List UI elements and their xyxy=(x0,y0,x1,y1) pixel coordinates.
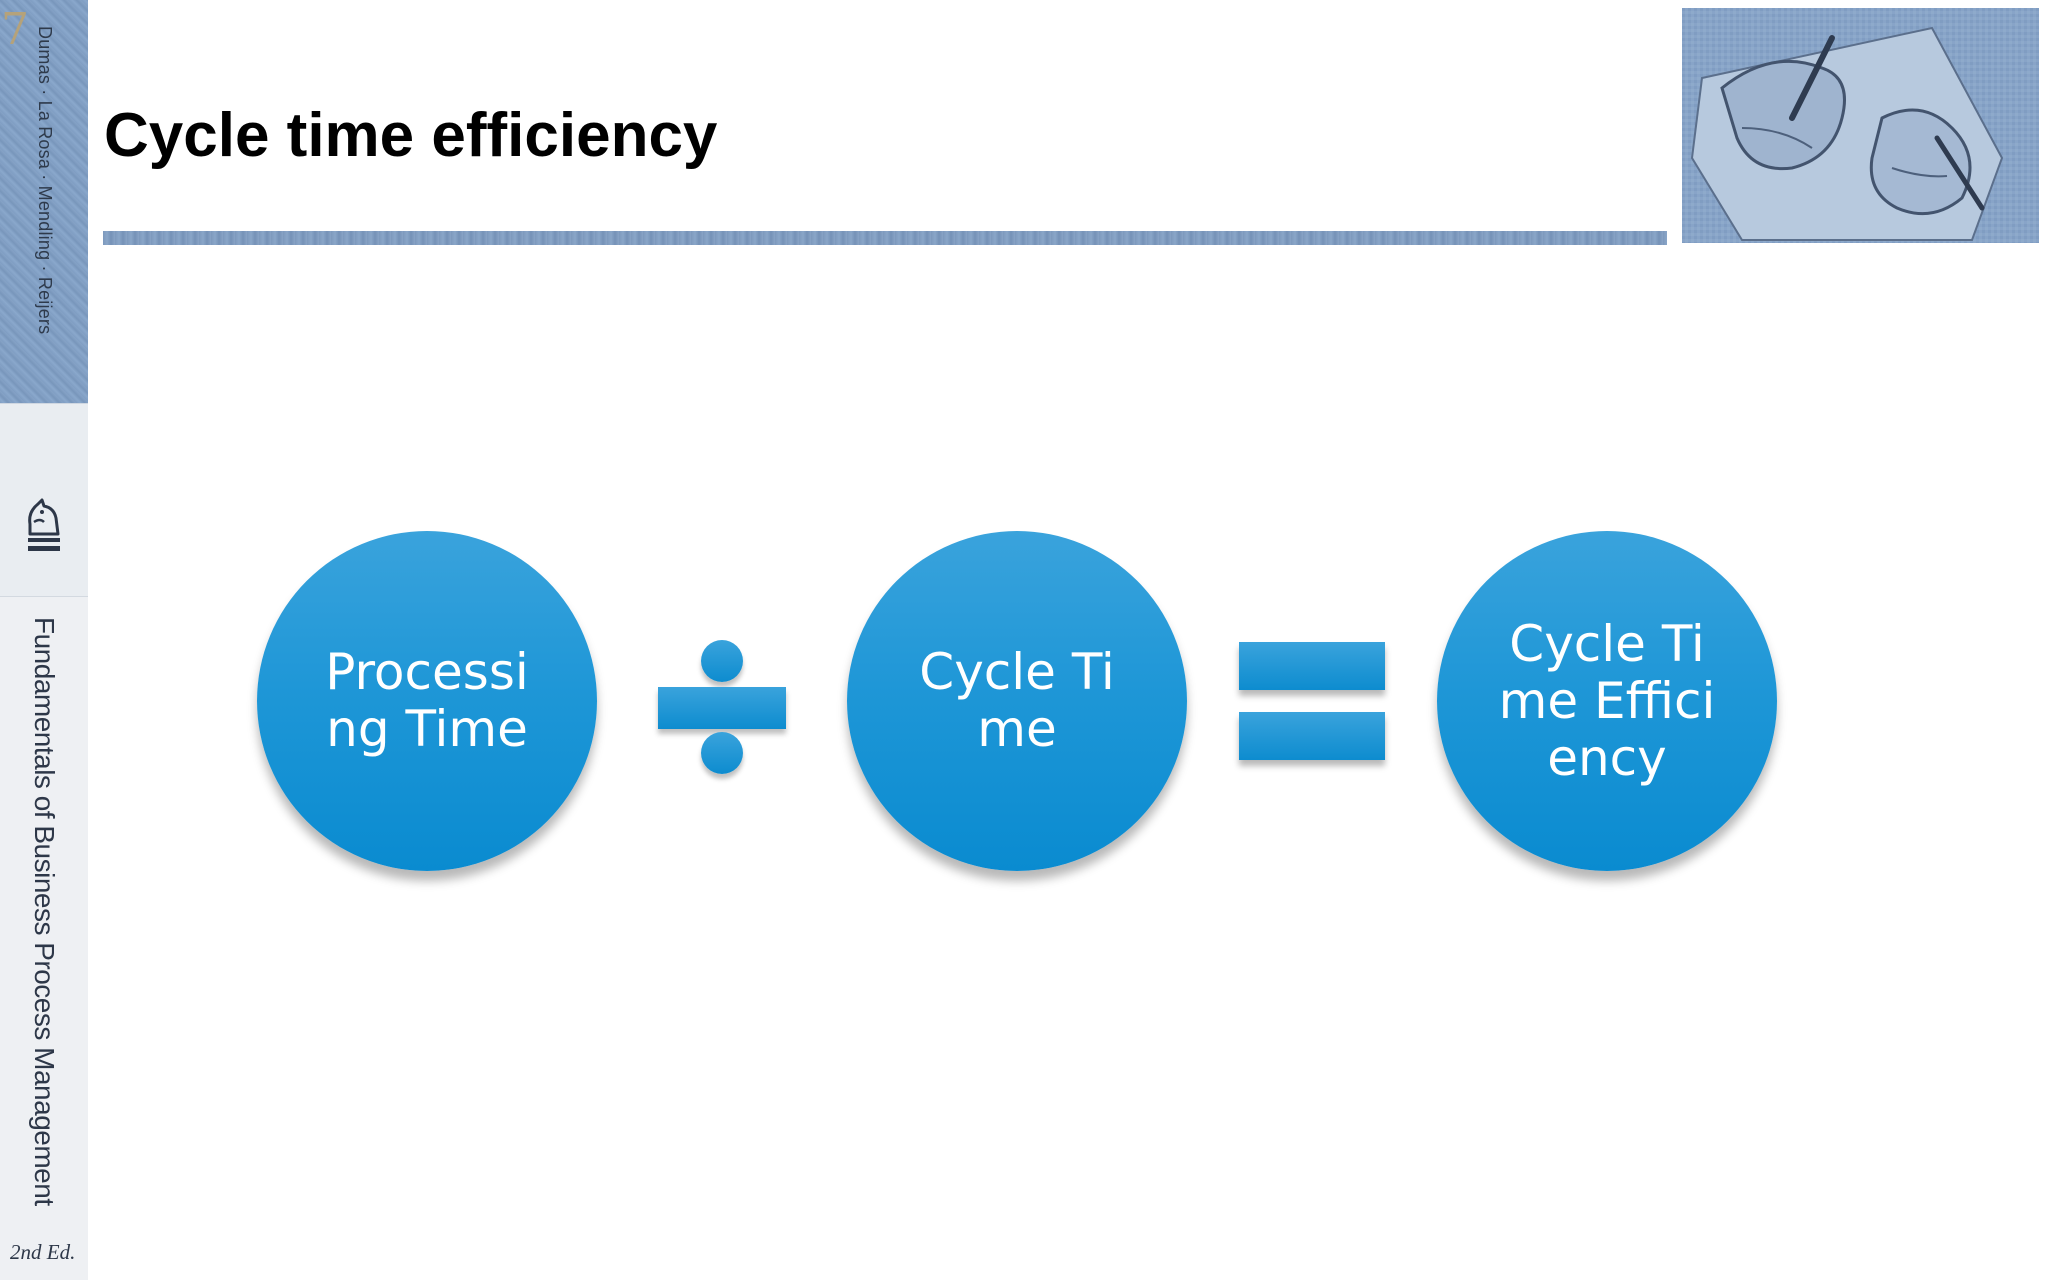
spine-texture-top xyxy=(0,0,88,403)
book-spine: 7 Dumas · La Rosa · Mendling · Reijers F… xyxy=(0,0,88,1280)
processing-time-circle: Processing Time xyxy=(257,531,597,871)
cycle-time-circle: Cycle Time xyxy=(847,531,1187,871)
cycle-time-efficiency-label: Cycle Time Efficiency xyxy=(1498,614,1716,787)
cycle-time-efficiency-circle: Cycle Time Efficiency xyxy=(1437,531,1777,871)
drawing-hands-image xyxy=(1682,8,2039,243)
page-title: Cycle time efficiency xyxy=(104,101,718,170)
divide-icon xyxy=(658,640,786,775)
divide-bar xyxy=(658,687,786,729)
equals-bar-top xyxy=(1239,642,1385,690)
equals-icon xyxy=(1239,642,1385,760)
processing-time-label: Processing Time xyxy=(325,643,529,758)
spine-authors: Dumas · La Rosa · Mendling · Reijers xyxy=(35,26,55,335)
header-divider xyxy=(103,231,1667,245)
spine-logo-panel xyxy=(0,403,88,597)
equals-bar-bottom xyxy=(1239,712,1385,760)
spine-edition: 2nd Ed. xyxy=(10,1240,76,1264)
chapter-number: 7 xyxy=(1,4,29,55)
spine-book-title: Fundamentals of Business Process Managem… xyxy=(29,617,60,1206)
chess-knight-icon xyxy=(28,498,60,551)
divide-dot-top xyxy=(701,640,743,682)
cycle-time-label: Cycle Time xyxy=(919,643,1115,758)
divide-dot-bottom xyxy=(701,732,743,774)
